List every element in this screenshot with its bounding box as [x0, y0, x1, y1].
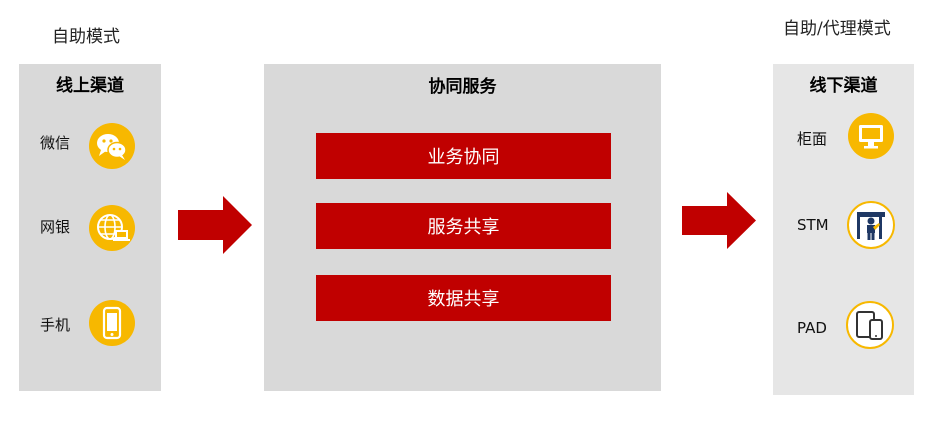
wechat-icon: [89, 123, 135, 169]
offline-channels-title: 线下渠道: [809, 76, 878, 96]
mobile-phone-icon: [89, 300, 135, 346]
self-service-mode-label: 自助模式: [52, 27, 120, 47]
channel-label-counter: 柜面: [797, 130, 828, 148]
channel-label-stm: STM: [797, 216, 829, 234]
flow-arrow-right-icon: [178, 196, 252, 254]
online-banking-icon: [89, 205, 135, 251]
channel-label-pad: PAD: [797, 319, 827, 337]
counter-monitor-icon: [848, 113, 894, 159]
online-channels-panel: 线上渠道 微信 网银 手机: [19, 64, 161, 391]
collaborative-services-panel: 协同服务 业务协同 服务共享 数据共享: [264, 64, 661, 391]
stm-teller-icon: [847, 201, 895, 249]
channel-label-online-banking: 网银: [40, 218, 71, 236]
online-channels-title: 线上渠道: [56, 76, 124, 96]
channel-label-mobile: 手机: [40, 316, 71, 334]
channel-label-wechat: 微信: [40, 134, 71, 152]
self-agent-mode-label: 自助/代理模式: [783, 19, 891, 39]
flow-arrow-right-icon-2: [682, 192, 756, 249]
service-data-sharing: 数据共享: [316, 275, 611, 321]
collaborative-services-title: 协同服务: [428, 77, 497, 97]
pad-tablet-icon: [846, 301, 894, 349]
service-shared-services: 服务共享: [316, 203, 611, 249]
service-business-collaboration: 业务协同: [316, 133, 611, 179]
offline-channels-panel: 线下渠道 柜面 STM PAD: [773, 64, 914, 395]
